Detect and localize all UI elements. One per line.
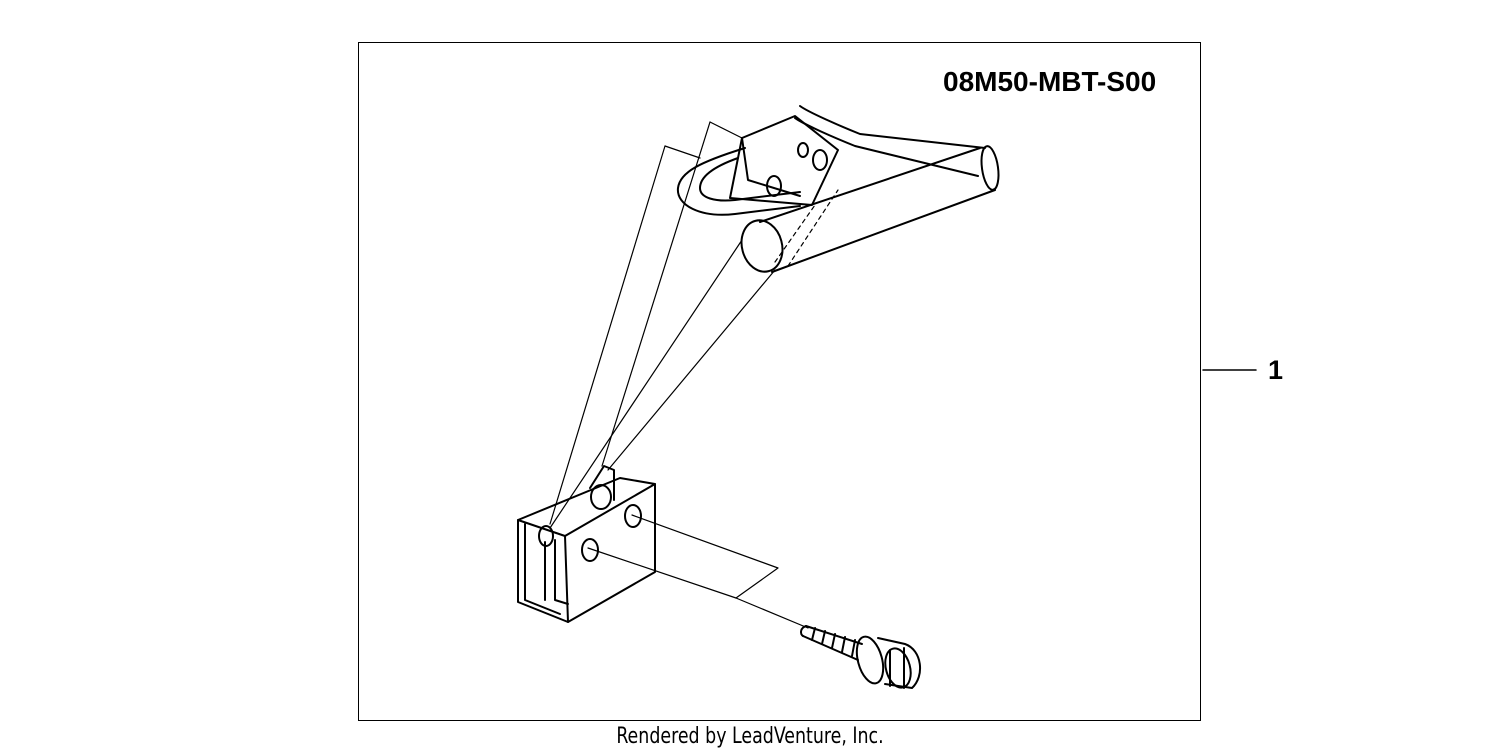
render-credit-footer: Rendered by LeadVenture, Inc. — [616, 724, 884, 749]
part-number-label: 08M50-MBT-S00 — [943, 66, 1157, 97]
mounting-bracket — [517, 465, 656, 623]
diagram-frame — [358, 42, 1201, 721]
assembly-guide-lines — [549, 121, 809, 629]
flange-bolt — [800, 625, 921, 689]
callout-number-1: 1 — [1268, 355, 1284, 385]
step-bar — [676, 105, 1000, 273]
